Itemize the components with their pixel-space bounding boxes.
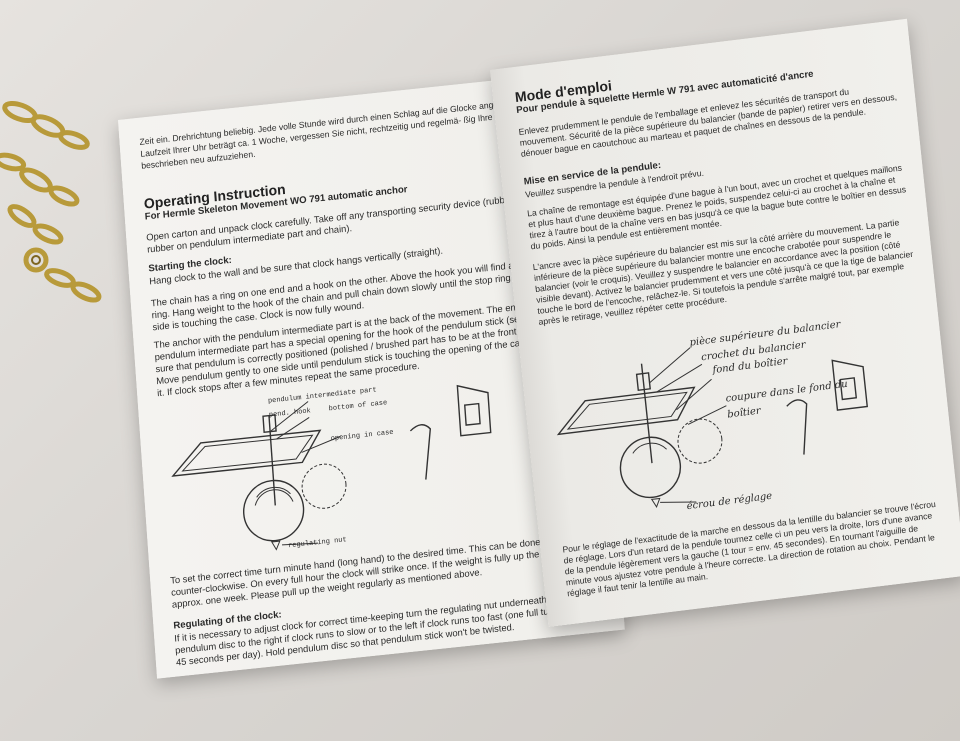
brass-chain <box>0 100 102 303</box>
right-page: Mode d'emploi Pour pendule à squelette H… <box>490 18 960 627</box>
left-page: Zeit ein. Drehrichtung beliebig. Jede vo… <box>118 70 625 679</box>
french-pendulum-sketch <box>556 347 869 508</box>
pendulum-sketch <box>171 384 492 551</box>
